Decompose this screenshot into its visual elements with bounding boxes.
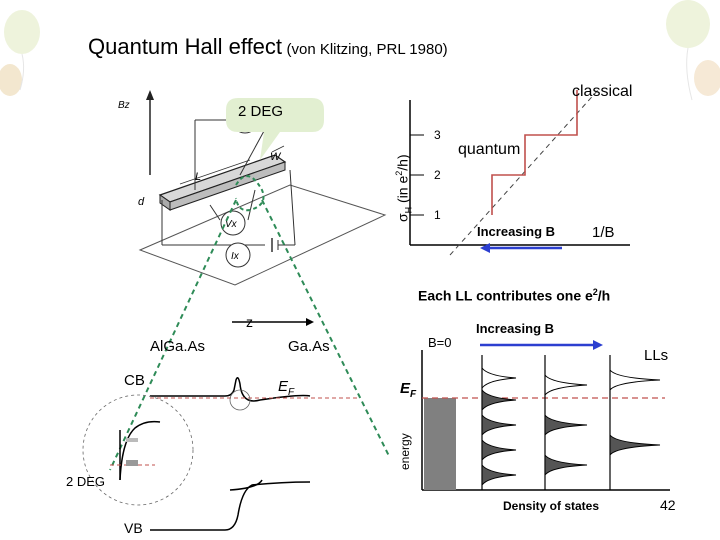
one-over-b-label: 1/B [592, 224, 615, 241]
landau-level-peak [481, 366, 517, 390]
zoom-circle-large [82, 394, 194, 506]
landau-level-peak [481, 413, 517, 437]
symbol-l: L [195, 171, 201, 183]
y-axis-end: /h) [394, 154, 411, 171]
balloon-decoration-left [0, 10, 40, 96]
quantum-label: quantum [458, 141, 521, 158]
algaas-label: AlGa.As [150, 338, 206, 355]
hall-increasing-b-label: Increasing B [477, 224, 556, 239]
landau-level-peak [609, 433, 661, 457]
symbol-bz: Bz [118, 100, 130, 111]
slide-title: Quantum Hall effect (von Klitzing, PRL 1… [88, 34, 448, 60]
title-citation: (von Klitzing, PRL 1980) [286, 41, 448, 58]
dos-ef-main: E [400, 380, 411, 397]
vb-label: VB [124, 520, 143, 536]
hall-tick-label: 1 [434, 208, 441, 222]
ll-note-text: Each LL contributes one e [418, 287, 593, 304]
ll-contribution-note: Each LL contributes one e2/h [418, 287, 610, 304]
hall-conductance-plot: 3 2 1 [409, 89, 630, 256]
y-axis-sup: 2 [394, 170, 404, 176]
valence-band [150, 481, 311, 531]
band-ef-sub: F [288, 387, 295, 398]
y-axis-sub: H [403, 206, 414, 214]
dos-ef-sub: F [410, 389, 417, 400]
band-ef-label: EF [278, 378, 294, 398]
landau-level-peak [544, 453, 588, 477]
symbol-vx: Vx [225, 219, 238, 230]
b0-label: B=0 [428, 335, 452, 350]
landau-level-peak [544, 373, 588, 397]
z-label: z [246, 314, 253, 330]
symbol-ix: Ix [231, 251, 240, 262]
gaas-label: Ga.As [288, 338, 330, 355]
landau-level-peak [481, 388, 517, 412]
dos-ef-label: EF [400, 380, 416, 400]
dos-increasing-b-label: Increasing B [476, 321, 555, 336]
page-number: 42 [660, 497, 676, 513]
landau-level-peak [481, 438, 517, 462]
band-ef-main: E [278, 378, 289, 395]
dos-x-axis-label: Density of states [503, 499, 600, 513]
landau-level-peak [481, 463, 517, 487]
inset-2deg-label: 2 DEG [66, 474, 106, 489]
symbol-w: W [270, 151, 282, 163]
b0-dos-fill [424, 398, 456, 490]
ll-note-sup: 2 [592, 287, 598, 297]
hall-tick-label: 2 [434, 168, 441, 182]
y-axis-rest: (in e [394, 175, 411, 207]
lls-label: LLs [644, 347, 669, 364]
symbol-d: d [138, 196, 145, 208]
landau-level-peak [544, 413, 588, 437]
deg-callout-bubble [226, 98, 324, 160]
classical-line [449, 89, 599, 256]
classical-label: classical [572, 83, 633, 100]
hall-arrow-head-icon [480, 243, 490, 253]
energy-axis-label: energy [398, 433, 412, 470]
balloon-decoration-right [666, 0, 720, 101]
zoom-circle-small [229, 389, 251, 411]
dos-arrow-head-icon [593, 340, 603, 350]
band-diagram [82, 318, 360, 531]
cb-label: CB [124, 372, 145, 389]
y-axis-sigma: σ [394, 213, 411, 222]
hall-y-axis-label: σH (in e2/h) [394, 154, 413, 222]
title-main: Quantum Hall effect [88, 34, 283, 59]
ix-meter-icon [225, 242, 251, 268]
quantum-staircase [491, 90, 578, 215]
device-base-plane [138, 184, 387, 286]
ll-note-end: /h [597, 287, 611, 304]
hall-tick-label: 3 [434, 128, 441, 142]
density-of-states-plot [421, 340, 670, 491]
deg-callout-label: 2 DEG [238, 103, 284, 120]
landau-level-peak [609, 368, 661, 392]
